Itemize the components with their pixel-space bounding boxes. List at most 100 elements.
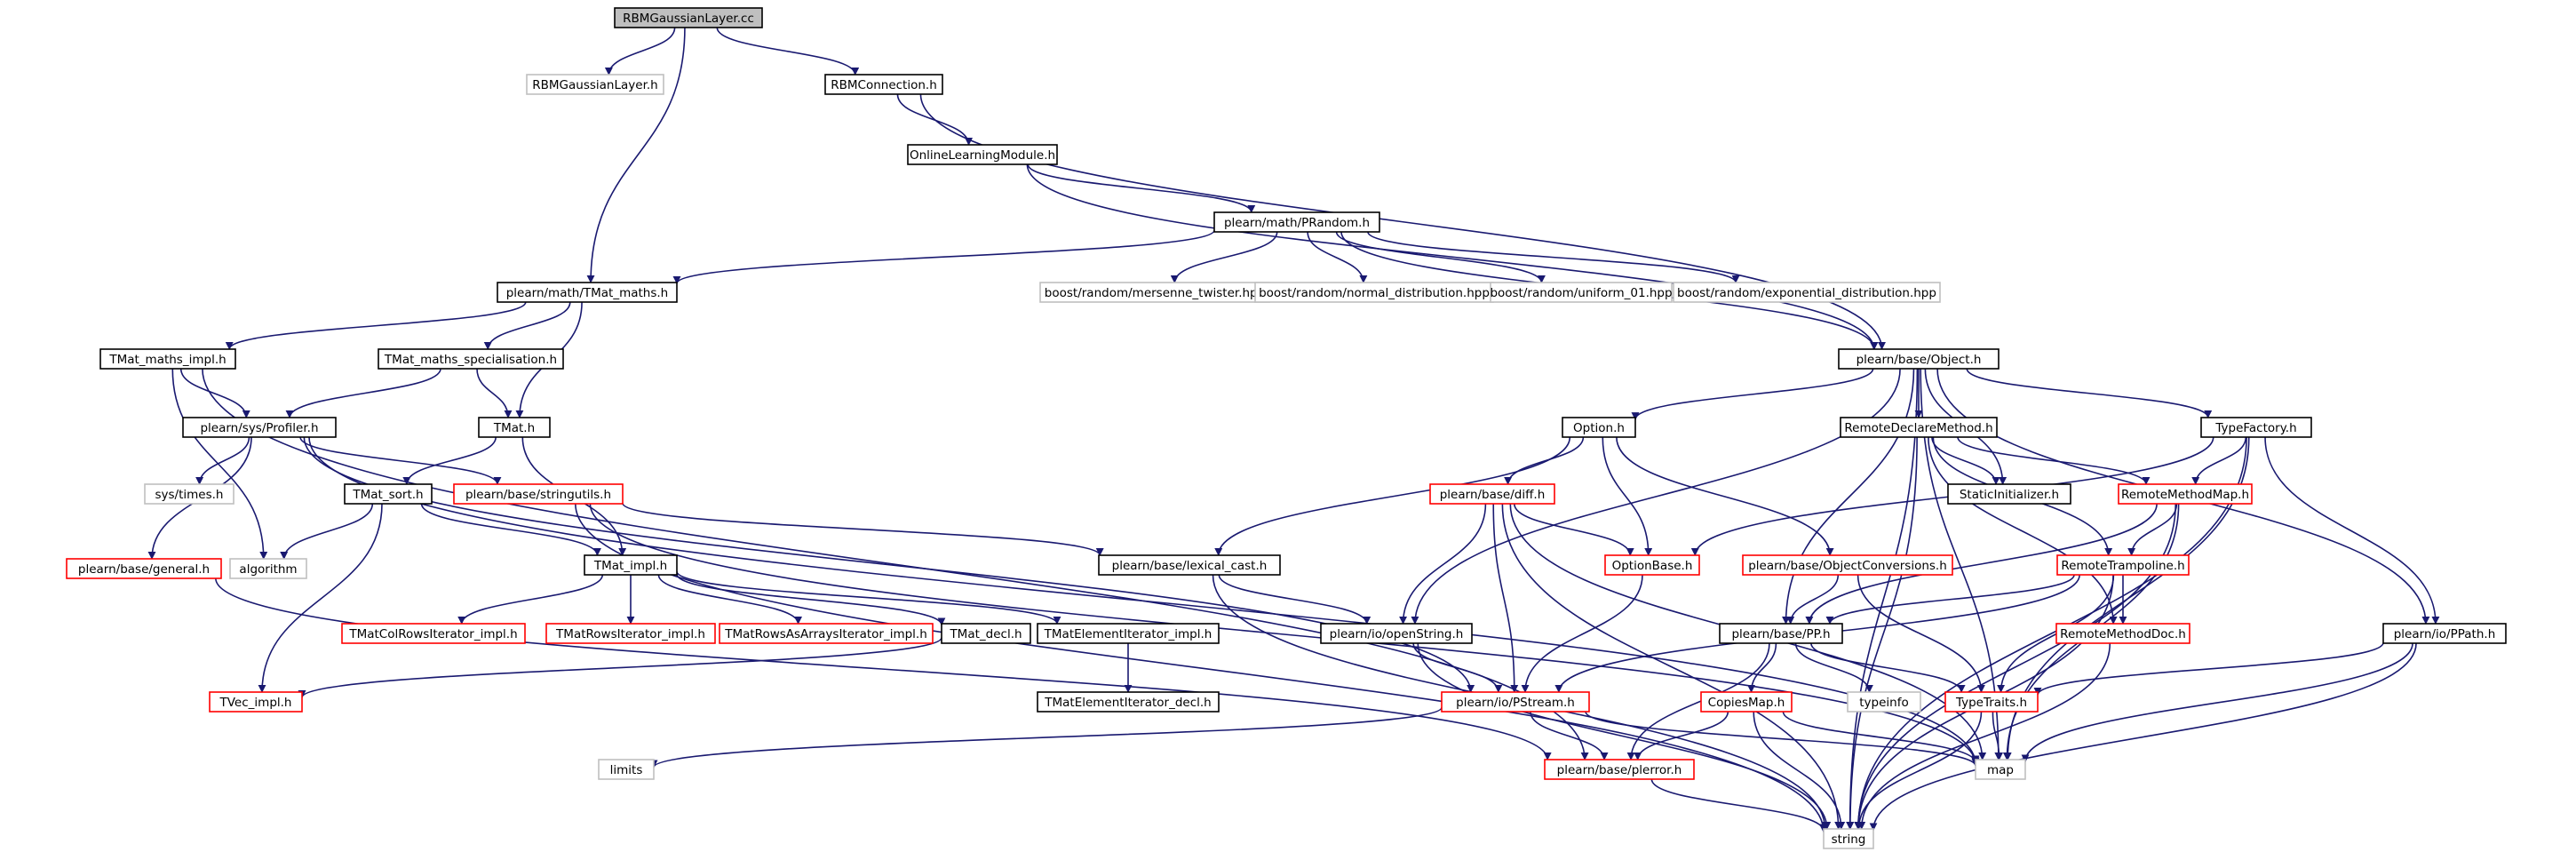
node-label: TMatRowsAsArraysIterator_impl.h xyxy=(724,627,927,641)
edge-rbmgaussianlayer-cc-to-rbmgaussianlayer-h xyxy=(604,27,676,76)
node-label: TMat_impl.h xyxy=(593,559,667,573)
edge-object-h-to-map xyxy=(1920,368,2003,760)
node-openstring-h[interactable]: plearn/io/openString.h xyxy=(1320,623,1473,644)
edge-option-h-to-lexical-cast-h xyxy=(1214,436,1571,556)
node-pp-h[interactable]: plearn/base/PP.h xyxy=(1719,623,1843,644)
node-label: plearn/base/diff.h xyxy=(1440,488,1546,502)
node-box xyxy=(1544,759,1695,780)
edge-remotemethodmap-h-to-pp-h xyxy=(1805,503,2158,625)
node-box xyxy=(378,348,564,370)
node-box xyxy=(1975,759,2026,780)
node-tmat-maths-specialisation-h[interactable]: TMat_maths_specialisation.h xyxy=(378,348,564,370)
node-box xyxy=(478,417,551,438)
node-label: plearn/base/stringutils.h xyxy=(465,488,611,502)
edge-remotedeclaremethod-h-to-remotemethoddoc-h xyxy=(1928,436,2118,625)
node-onlinelearningmodule-h[interactable]: OnlineLearningModule.h xyxy=(907,144,1058,165)
node-label: StaticInitializer.h xyxy=(1960,488,2059,502)
node-normal-distribution-hpp: boost/random/normal_distribution.hpp xyxy=(1254,282,1494,303)
node-general-h[interactable]: plearn/base/general.h xyxy=(66,558,222,579)
node-label: RemoteTrampoline.h xyxy=(2061,559,2184,573)
node-diff-h[interactable]: plearn/base/diff.h xyxy=(1429,483,1555,505)
node-box xyxy=(66,558,222,579)
edge-typefactory-h-to-string xyxy=(1854,436,2247,830)
node-tmatrowsiterator-impl-h[interactable]: TMatRowsIterator_impl.h xyxy=(545,623,716,644)
node-prandom-h[interactable]: plearn/math/PRandom.h xyxy=(1213,211,1380,233)
node-copiesmap-h[interactable]: CopiesMap.h xyxy=(1700,691,1793,713)
edge-objectconversions-h-to-typetraits-h xyxy=(1856,574,1985,693)
node-algorithm: algorithm xyxy=(229,558,307,579)
node-tmatrowsasarraysiterator-impl-h[interactable]: TMatRowsAsArraysIterator_impl.h xyxy=(719,623,934,644)
node-tmat-h[interactable]: TMat.h xyxy=(478,417,551,438)
node-typefactory-h[interactable]: TypeFactory.h xyxy=(2200,417,2312,438)
node-box xyxy=(144,483,235,505)
node-tmatelementiterator-decl-h[interactable]: TMatElementIterator_decl.h xyxy=(1037,691,1220,713)
node-typeinfo: typeinfo xyxy=(1847,691,1921,713)
node-remotedeclaremethod-h[interactable]: RemoteDeclareMethod.h xyxy=(1840,417,1998,438)
node-remotemethodmap-h[interactable]: RemoteMethodMap.h xyxy=(2118,483,2253,505)
node-option-h[interactable]: Option.h xyxy=(1562,417,1636,438)
node-rbmgaussianlayer-h: RBMGaussianLayer.h xyxy=(526,74,664,95)
node-stringutils-h[interactable]: plearn/base/stringutils.h xyxy=(453,483,624,505)
edge-rbmconnection-h-to-onlinelearningmodule-h xyxy=(896,93,974,146)
edge-tmat-maths-impl-h-to-profiler-h xyxy=(179,368,250,418)
node-rbmconnection-h[interactable]: RBMConnection.h xyxy=(824,74,943,95)
edge-tmat-sort-h-to-tmat-impl-h xyxy=(420,503,601,556)
node-box xyxy=(2200,417,2312,438)
node-label: TMat.h xyxy=(493,421,535,435)
node-box xyxy=(1823,828,1874,849)
edge-tmat-impl-h-to-tmat-decl-h xyxy=(676,573,946,626)
node-remotemethoddoc-h[interactable]: RemoteMethodDoc.h xyxy=(2055,623,2190,644)
node-profiler-h[interactable]: plearn/sys/Profiler.h xyxy=(182,417,337,438)
node-label: plearn/io/PStream.h xyxy=(1456,696,1575,710)
node-box xyxy=(1098,554,1281,576)
edge-general-h-to-plerror-h xyxy=(215,577,1552,760)
node-label: plearn/math/PRandom.h xyxy=(1224,216,1370,230)
node-typetraits-h[interactable]: TypeTraits.h xyxy=(1944,691,2039,713)
node-label: plearn/math/TMat_maths.h xyxy=(506,286,669,300)
node-remotetrampoline-h[interactable]: RemoteTrampoline.h xyxy=(2056,554,2190,576)
node-plerror-h[interactable]: plearn/base/plerror.h xyxy=(1544,759,1695,780)
node-box xyxy=(1604,554,1700,576)
edge-tmat-impl-h-to-tmatcolrowsiterator-impl-h xyxy=(457,574,604,625)
edge-openstring-h-to-pstream-h xyxy=(1412,642,1503,693)
edge-tmat-impl-h-to-tmatrowsasarraysiterator-impl-h xyxy=(657,574,803,625)
node-tmatcolrowsiterator-impl-h[interactable]: TMatColRowsIterator_impl.h xyxy=(341,623,526,644)
edge-plerror-h-to-string xyxy=(1650,778,1828,832)
node-box xyxy=(1673,282,1941,303)
node-label: boost/random/mersenne_twister.hpp xyxy=(1045,286,1265,300)
node-tmatelementiterator-impl-h[interactable]: TMatElementIterator_impl.h xyxy=(1037,623,1220,644)
node-box xyxy=(1719,623,1843,644)
node-tmat-decl-h[interactable]: TMat_decl.h xyxy=(941,623,1031,644)
edge-rbmgaussianlayer-cc-to-tmat-maths-h xyxy=(586,27,686,283)
node-label: TMatElementIterator_decl.h xyxy=(1044,696,1212,710)
node-staticinitializer-h[interactable]: StaticInitializer.h xyxy=(1947,483,2071,505)
edge-profiler-h-to-stringutils-h xyxy=(299,436,502,485)
edge-prandom-h-to-exponential-distribution-hpp xyxy=(1367,231,1740,283)
node-optionbase-h[interactable]: OptionBase.h xyxy=(1604,554,1700,576)
node-mersenne-twister-hpp: boost/random/mersenne_twister.hpp xyxy=(1039,282,1270,303)
node-objectconversions-h[interactable]: plearn/base/ObjectConversions.h xyxy=(1742,554,1953,576)
node-box xyxy=(2382,623,2507,644)
node-box xyxy=(941,623,1031,644)
node-tmat-maths-h[interactable]: plearn/math/TMat_maths.h xyxy=(497,282,678,303)
node-tmat-sort-h[interactable]: TMat_sort.h xyxy=(344,483,433,505)
node-tvec-impl-h[interactable]: TVec_impl.h xyxy=(209,691,303,713)
node-label: plearn/base/ObjectConversions.h xyxy=(1748,559,1947,573)
edge-tmat-decl-h-to-tvec-impl-h xyxy=(298,637,942,699)
node-tmat-maths-impl-h[interactable]: TMat_maths_impl.h xyxy=(99,348,236,370)
edge-optionbase-h-to-pstream-h xyxy=(1521,574,1643,693)
node-box xyxy=(545,623,716,644)
node-object-h[interactable]: plearn/base/Object.h xyxy=(1838,348,2000,370)
node-ppath-h[interactable]: plearn/io/PPath.h xyxy=(2382,623,2507,644)
node-pstream-h[interactable]: plearn/io/PStream.h xyxy=(1441,691,1590,713)
node-label: RemoteMethodDoc.h xyxy=(2060,627,2186,641)
node-box xyxy=(209,691,303,713)
edge-remotetrampoline-h-to-pp-h xyxy=(1825,574,2075,625)
edge-tmat-h-to-tmat-sort-h xyxy=(402,436,497,485)
node-tmat-impl-h[interactable]: TMat_impl.h xyxy=(584,554,678,576)
node-label: CopiesMap.h xyxy=(1708,696,1785,710)
node-lexical-cast-h[interactable]: plearn/base/lexical_cast.h xyxy=(1098,554,1281,576)
edge-option-h-to-objectconversions-h xyxy=(1616,436,1834,556)
node-label: RBMGaussianLayer.cc xyxy=(623,12,754,26)
node-box xyxy=(584,554,678,576)
